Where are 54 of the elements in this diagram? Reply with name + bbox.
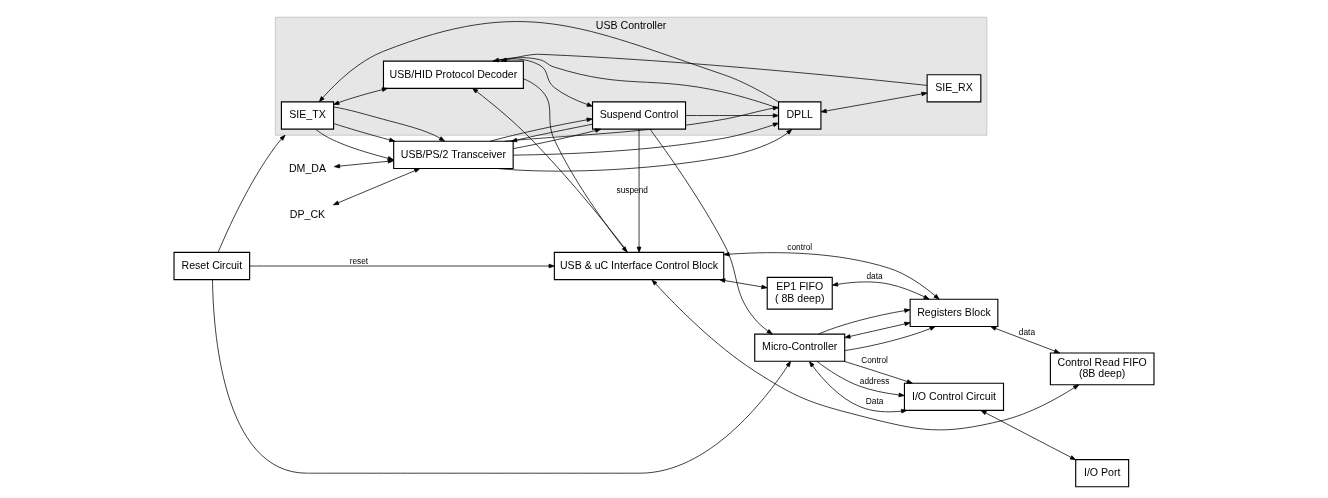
node-box: I/O Control Circuit [903, 382, 1005, 411]
node-box: Suspend Control [592, 101, 687, 130]
arrow [217, 134, 286, 253]
node-text: DP_CK [289, 208, 326, 221]
node-box: Reset Circuit [173, 251, 251, 281]
arrow [512, 122, 779, 156]
edge-label: control [787, 241, 813, 252]
node-box: EP1 FIFO ( 8B deep) [766, 276, 833, 310]
arrow [685, 113, 779, 118]
arrow [719, 278, 768, 290]
arrow [844, 321, 911, 339]
arrow [844, 360, 913, 384]
arrow [816, 361, 905, 398]
arrow [318, 21, 779, 103]
arrow [489, 117, 593, 142]
node-box: SIE_RX [926, 74, 982, 103]
arrow [315, 128, 394, 161]
arrow [496, 128, 793, 172]
arrow [832, 281, 930, 300]
arrow [636, 128, 642, 253]
arrow [333, 87, 388, 105]
arrow [249, 263, 555, 269]
edge-label: Control [861, 355, 888, 366]
node-box: USB/PS/2 Transceiver [393, 140, 514, 170]
arrow [844, 326, 936, 351]
arrow [333, 123, 396, 143]
edge-label: suspend [616, 184, 648, 195]
arrow [511, 123, 593, 143]
arrow [512, 128, 602, 150]
node-box: DPLL [778, 101, 822, 130]
arrow [649, 128, 773, 335]
node-box: Registers Block [909, 298, 999, 328]
node-text: DM_DA [288, 162, 326, 175]
arrow [723, 251, 940, 300]
arrow [500, 53, 928, 86]
edge-label: Data [865, 396, 884, 407]
edge-label: address [859, 375, 890, 386]
arrow [818, 308, 911, 335]
edge-label: reset [349, 255, 369, 266]
arrow [651, 279, 1080, 431]
arrow [809, 361, 908, 414]
arrow [212, 279, 792, 474]
arrow [820, 91, 928, 114]
node-box: I/O Port [1075, 459, 1130, 488]
edge-label: data [866, 271, 883, 282]
arrow [333, 106, 445, 142]
arrow [980, 410, 1077, 461]
node-box: Micro-Controller [754, 333, 846, 362]
arrow [333, 168, 421, 206]
node-box: Control Read FIFO (8B deep) [1049, 352, 1155, 386]
node-box: USB/HID Protocol Decoder [382, 60, 524, 89]
edge-label: data [1018, 326, 1036, 337]
node-box: SIE_TX [280, 101, 335, 130]
arrow [990, 326, 1061, 354]
